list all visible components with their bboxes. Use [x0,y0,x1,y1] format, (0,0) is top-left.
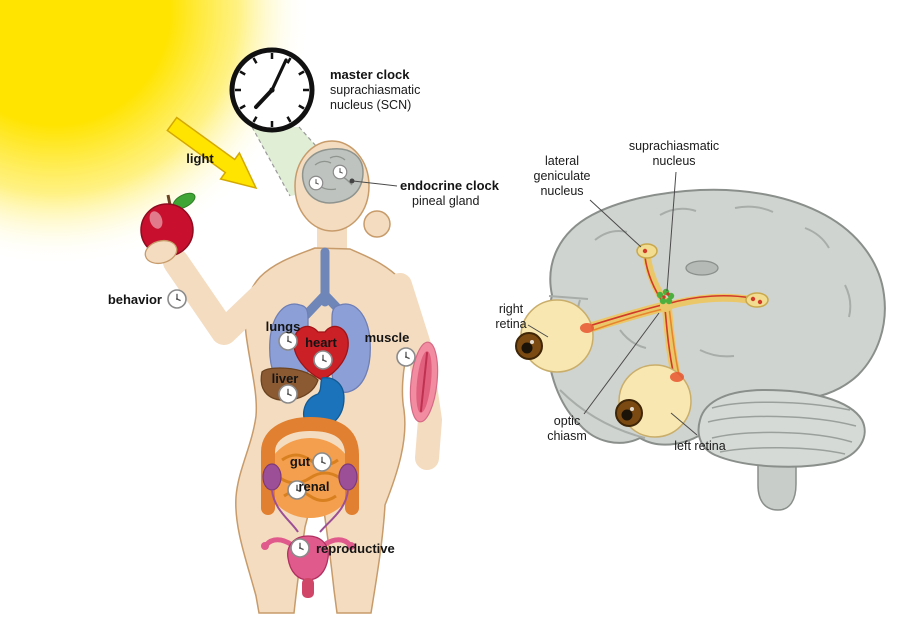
right-pupil [521,342,533,354]
sun [0,0,310,265]
master-clock-face [229,47,315,133]
clock-ticks [235,53,309,127]
optic-nerve-left [662,303,681,381]
muscle-label: muscle [365,330,410,345]
gut-clock-icon [312,452,332,472]
left-arm-holding-apple [163,249,281,345]
hand [144,239,178,265]
ureters [271,489,349,533]
master-clock-sub2: nucleus (SCN) [330,98,411,112]
light-arrow [166,116,258,190]
endocrine-clock-title: endocrine clock [400,178,500,193]
scn-clock-icon [308,175,324,191]
left-eye-nerve-exit [670,372,684,382]
optic-tract-b [663,293,755,310]
retinal-fibers-red [588,256,752,377]
clock-hand-hour [254,88,274,109]
lgn-leader-line [589,199,642,248]
master-clock-title: master clock [330,67,410,82]
optic-chiasm-leader-line [583,312,660,415]
brain-sulci-small [314,155,353,191]
optic-chiasm-label-line2: chiasm [547,429,587,443]
lungs-clock-icon [278,331,298,351]
scn-label-line2: nucleus [652,154,695,168]
liver-label: liver [272,371,299,386]
right-eye-nerve-exit [580,323,594,333]
lgn-dots [642,248,763,305]
right-retina-label-line2: retina [495,317,526,331]
reproductive-clock-icon [290,538,310,558]
cerebellum [697,388,866,468]
muscle-organ [409,341,439,423]
muscle-clock-icon [396,347,416,367]
reproductive-label: reproductive [316,541,395,556]
lgn-label-line3: nucleus [540,184,583,198]
right-eye [515,299,594,373]
kidney-right [338,463,358,491]
kidney-left [262,463,282,491]
scn-cluster [656,288,675,305]
behavior-label: behavior [108,292,162,307]
liver-organ [260,367,319,401]
retinal-fibers-orange [590,306,680,376]
renal-label: renal [298,479,329,494]
cerebellum-folds [707,401,857,455]
right-retina-label-line1: right [499,302,524,316]
master-clock-sub1: suprachiasmatic [330,83,420,97]
heart-label: heart [305,335,337,350]
behavior-clock-icon [167,289,187,309]
lgn-label-line2: geniculate [534,169,591,183]
endocrine-clock-sub: pineal gland [412,194,479,208]
pineal-dot [349,178,355,184]
midbrain-oval [685,260,719,276]
clock-hand-minute [270,58,288,92]
right-retina-leader-line [527,324,549,338]
lungs-label: lungs [266,319,301,334]
scn-leader-line [666,171,677,292]
gut-label: gut [290,454,311,469]
lgn-label-line1: lateral [545,154,579,168]
lung-right [331,303,371,393]
left-retina-label: left retina [674,439,725,453]
heart-clock-icon [313,350,333,370]
optic-chiasm-label-line1: optic [554,414,580,428]
left-eye [615,364,692,438]
scn-label-line1: suprachiasmatic [629,139,719,153]
light-label: light [186,151,214,166]
hair-bun [363,210,391,238]
left-pupil [621,409,633,421]
lgn-blob-right [745,292,769,308]
liver-clock-icon [278,384,298,404]
optic-nerve-right [584,301,671,333]
pineal-clock-icon [332,164,348,180]
endocrine-leader-line [352,180,398,187]
left-retina-leader-line [670,412,698,436]
